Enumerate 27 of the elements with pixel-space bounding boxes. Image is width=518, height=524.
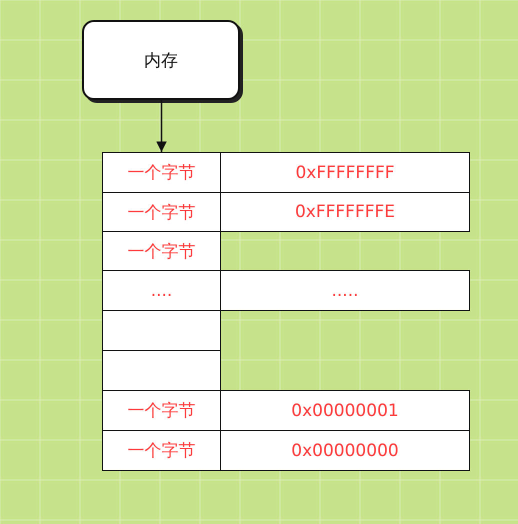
arrow (156, 100, 167, 152)
table-cell (102, 310, 221, 351)
cell-text: 0xFFFFFFFF (295, 162, 395, 182)
table-cell (102, 390, 221, 431)
table-cell (102, 152, 221, 193)
cell-text: .... (150, 280, 172, 300)
cell-text: ..... (331, 280, 359, 300)
table-cell (220, 430, 470, 471)
cell-text: 一个字节 (128, 162, 196, 184)
table-cell (220, 270, 470, 311)
cell-text: 0x00000001 (291, 400, 399, 420)
table-cell (220, 152, 470, 193)
table-cell (220, 192, 470, 232)
table-cell (102, 270, 221, 311)
table-cell (102, 192, 221, 232)
table-cell (102, 430, 221, 471)
table-cell (220, 390, 470, 431)
cell-text: 内存 (144, 50, 178, 72)
cell-text: 一个字节 (128, 202, 196, 224)
cell-text: 一个字节 (128, 400, 196, 422)
table-cell (102, 231, 221, 271)
cell-text: 0x00000000 (291, 440, 399, 460)
table-cell (102, 350, 221, 391)
cell-text: 一个字节 (128, 240, 196, 262)
cell-text: 一个字节 (128, 440, 196, 462)
rounded-box (82, 20, 240, 100)
cell-text: 0xFFFFFFFE (294, 202, 396, 222)
